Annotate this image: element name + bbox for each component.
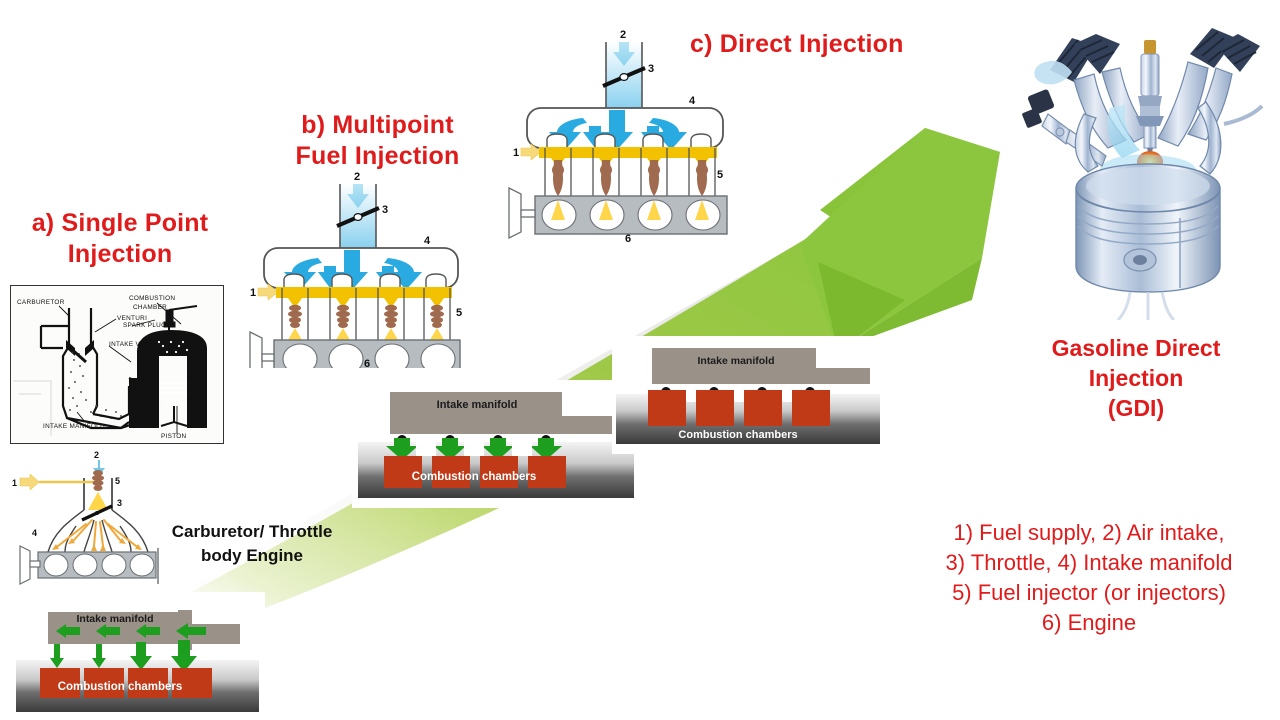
caption-carburetor-throttle-body: Carburetor/ Throttle body Engine <box>152 520 352 568</box>
callout-4: 4 <box>32 528 37 538</box>
carb-label-carburetor: CARBURETOR <box>17 299 65 306</box>
title-gasoline-direct-injection: Gasoline Direct Injection (GDI) <box>1000 333 1272 423</box>
legend-line-2: 3) Throttle, 4) Intake manifold <box>945 550 1233 575</box>
gdi-title-line1: Gasoline Direct <box>1051 335 1221 361</box>
title-multipoint-line1: b) Multipoint <box>301 111 454 139</box>
panel3-chambers-label: Combustion chambers <box>678 429 797 441</box>
title-single-point-injection: a) Single Point Injection <box>20 208 220 270</box>
manifold-panel-multipoint: Intake manifold <box>352 380 642 508</box>
carb-label-intake-manifold: INTAKE MANIFOLD <box>43 423 105 430</box>
callout-1: 1 <box>12 478 17 488</box>
mp-callout-5: 5 <box>456 307 462 319</box>
gdi-cylinder-illustration <box>1010 10 1278 322</box>
callout-2: 2 <box>94 450 99 460</box>
carb-label-venturi: VENTURI <box>117 315 147 322</box>
carb-label-combustion-2: CHAMBER <box>133 304 167 311</box>
title-multipoint-line2: Fuel Injection <box>295 142 460 170</box>
caption-carburetor-line2: body Engine <box>201 546 303 565</box>
panel3-manifold-label: Intake manifold <box>697 355 774 367</box>
single-point-engine-schematic: 2 1 5 3 <box>8 448 168 593</box>
carb-label-combustion-1: COMBUSTION <box>129 295 175 302</box>
manifold-panel-single-point: Intake manifold Combust <box>10 592 265 720</box>
callout-5: 5 <box>115 476 120 486</box>
multipoint-engine-schematic: 2 3 4 <box>248 168 483 384</box>
di-callout-5: 5 <box>717 169 723 181</box>
carb-label-piston: PISTON <box>161 433 187 440</box>
di-callout-3: 3 <box>648 63 654 75</box>
panel1-chambers-label: Combustion chambers <box>58 681 183 693</box>
caption-carburetor-line1: Carburetor/ Throttle <box>171 522 333 541</box>
legend-line-4: 6) Engine <box>1041 610 1137 635</box>
gdi-title-line2: Injection <box>1088 365 1184 391</box>
carburetor-scan-diagram: CARBURETOR VENTURI INTAKE VALVE COMBUSTI… <box>10 285 224 444</box>
mp-callout-3: 3 <box>382 204 388 216</box>
carb-label-spark-plug: SPARK PLUG <box>123 322 166 329</box>
legend-line-1: 1) Fuel supply, 2) Air intake, <box>953 520 1225 545</box>
mp-callout-4: 4 <box>424 235 431 247</box>
gdi-title-line3: (GDI) <box>1107 395 1165 421</box>
manifold-panel-direct: Intake manifold <box>612 336 890 454</box>
mp-callout-6: 6 <box>364 358 370 368</box>
title-direct-injection: c) Direct Injection <box>690 29 940 60</box>
callout-3: 3 <box>117 498 122 508</box>
di-callout-1: 1 <box>513 147 519 159</box>
title-single-point-line1: a) Single Point <box>31 209 209 237</box>
mp-callout-2: 2 <box>354 171 360 183</box>
direct-injection-engine-schematic: 2 3 4 <box>495 20 740 250</box>
panel1-manifold-label: Intake manifold <box>76 613 153 625</box>
title-direct-injection-text: c) Direct Injection <box>690 30 904 58</box>
callout-legend: 1) Fuel supply, 2) Air intake, 3) Thrott… <box>898 518 1280 638</box>
title-single-point-line2: Injection <box>67 240 173 268</box>
di-callout-2: 2 <box>620 29 626 41</box>
panel2-manifold-label: Intake manifold <box>437 399 518 411</box>
title-multipoint-fuel-injection: b) Multipoint Fuel Injection <box>285 110 470 172</box>
legend-line-3: 5) Fuel injector (or injectors) <box>952 580 1226 605</box>
di-callout-4: 4 <box>689 95 696 107</box>
carb-label-intake-valve: INTAKE VALVE <box>109 341 157 348</box>
panel2-chambers-label: Combustion chambers <box>412 471 537 483</box>
mp-callout-1: 1 <box>250 287 256 299</box>
di-callout-6: 6 <box>625 233 631 245</box>
